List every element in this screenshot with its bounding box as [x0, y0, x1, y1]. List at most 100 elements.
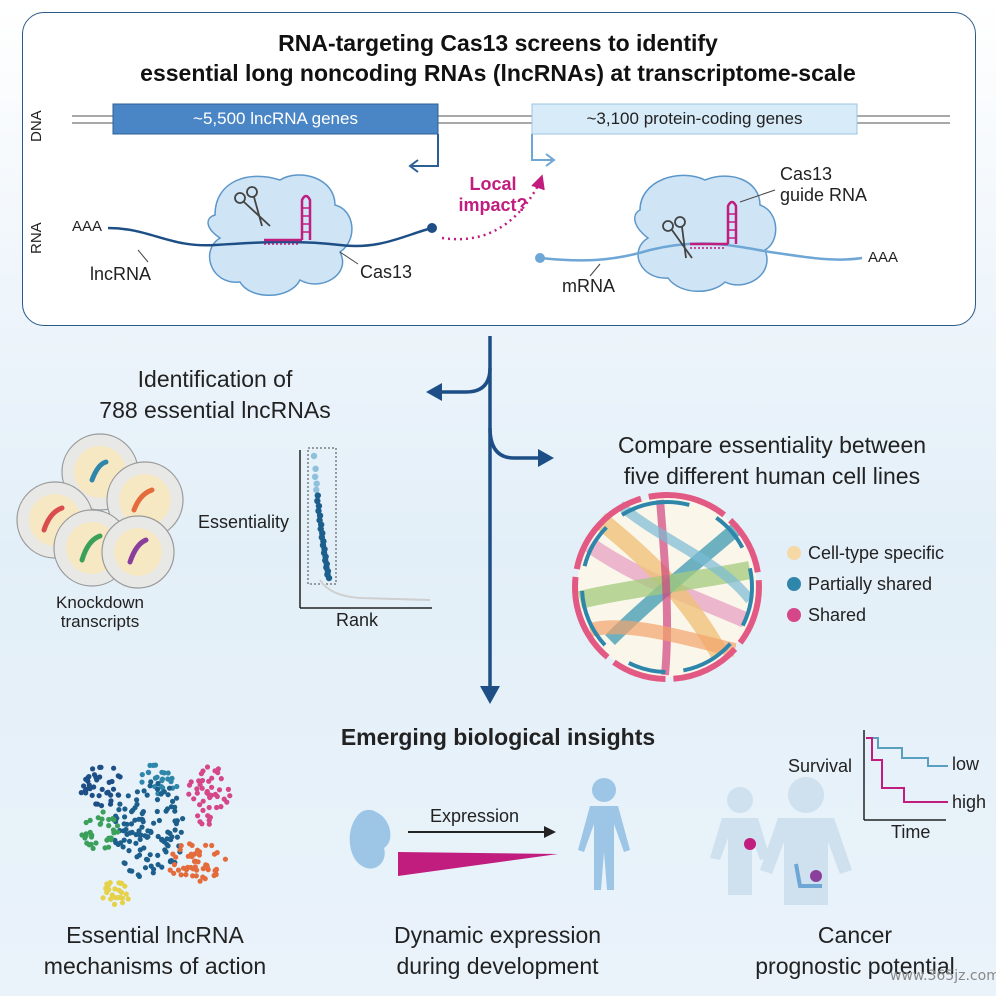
cluster-dot: [139, 779, 145, 785]
cluster-dot: [106, 816, 112, 823]
legend-dot-cell-type: [787, 546, 801, 560]
cluster-dot: [106, 887, 112, 893]
cluster-dot: [197, 802, 203, 808]
cluster-dot: [218, 804, 224, 810]
cluster-dot: [127, 830, 133, 836]
cluster-dot: [202, 865, 208, 871]
cluster-dot: [136, 816, 142, 822]
insights-heading: Emerging biological insights: [340, 724, 656, 750]
cluster-dot: [155, 833, 161, 840]
cluster-dot: [196, 778, 202, 784]
lncrna-genes-label: ~5,500 lncRNA genes: [193, 109, 358, 128]
cluster-dot: [191, 796, 197, 802]
cluster-dot: [197, 878, 203, 884]
cluster-dot: [116, 807, 122, 813]
cluster-dot: [199, 785, 205, 791]
cluster-dot: [99, 786, 105, 793]
rank-dot: [312, 465, 319, 473]
cluster-dot: [100, 895, 106, 901]
cluster-dot: [136, 828, 142, 834]
cluster-dot: [89, 792, 95, 799]
cluster-dot: [209, 784, 215, 790]
identification-line-1: Identification of: [137, 366, 293, 392]
survival-plot: [863, 730, 948, 821]
cluster-dot: [206, 792, 212, 798]
cluster-dot: [215, 770, 221, 776]
cluster-dot: [132, 805, 138, 811]
colon-icon: [794, 863, 822, 888]
cluster-dot: [88, 834, 95, 840]
cluster-dot: [190, 866, 196, 872]
protein-promoter-arrow: [531, 134, 552, 161]
cluster-dot: [112, 837, 118, 843]
cluster-dot: [180, 816, 186, 822]
high-label: high: [952, 792, 987, 812]
cluster-dot: [128, 821, 135, 827]
expression-wedge: [398, 852, 558, 876]
cluster-dot: [119, 900, 126, 906]
lncrna-strand: [107, 226, 433, 248]
cluster-dot: [224, 799, 230, 805]
cluster-dot: [165, 792, 171, 798]
cluster-dot: [111, 817, 117, 823]
cluster-dot: [116, 792, 122, 798]
cluster-dot: [173, 854, 179, 860]
legend-dot-shared: [787, 608, 801, 622]
flow-arrows: [436, 336, 544, 692]
patient-icon: [710, 777, 852, 905]
cluster-dot: [222, 856, 228, 862]
cluster-dot: [142, 865, 149, 871]
cluster-dot: [143, 856, 150, 862]
rank-dot: [315, 502, 323, 510]
cluster-dot: [206, 804, 212, 811]
lncrna-label: lncRNA: [90, 264, 152, 284]
scissors-right-icon: [662, 216, 693, 259]
cluster-plot: [78, 762, 233, 908]
cluster-dot: [134, 789, 140, 795]
rank-plot: [299, 447, 432, 609]
cluster-dot: [116, 887, 122, 893]
cluster-dot: [144, 792, 150, 798]
knockdown-cells: [16, 433, 184, 589]
cluster-dot: [126, 838, 133, 845]
cluster-dot: [164, 836, 170, 842]
cluster-dot: [88, 841, 94, 848]
cluster-dot: [94, 801, 101, 807]
expression-label: Expression: [430, 806, 520, 826]
cluster-dot: [174, 834, 180, 840]
cluster-dot: [165, 770, 171, 776]
cluster-dot: [147, 783, 153, 789]
cluster-dot: [122, 814, 128, 820]
cluster-dot: [127, 868, 133, 874]
cluster-dot: [106, 823, 112, 829]
cluster-dot: [178, 843, 184, 849]
cluster-dot: [148, 863, 154, 869]
cluster-dot: [83, 819, 89, 826]
chord-diagram: [572, 492, 762, 682]
dynamic-line-2: during development: [396, 953, 599, 979]
title-line-1: RNA-targeting Cas13 screens to identify: [278, 30, 718, 56]
cluster-dot: [112, 886, 118, 892]
cluster-dot: [148, 779, 154, 785]
cluster-dot: [148, 829, 154, 836]
cluster-dot: [194, 790, 200, 796]
cancer-line-1: Cancer: [817, 922, 893, 948]
cluster-dot: [93, 840, 99, 846]
cluster-dot: [85, 778, 91, 784]
time-label: Time: [891, 822, 931, 842]
cluster-dot: [91, 772, 98, 778]
lncrna-cap: [427, 223, 437, 233]
cluster-dot: [155, 862, 161, 868]
cluster-dot: [175, 867, 182, 873]
cluster-dot: [109, 778, 115, 785]
rank-dot: [310, 452, 318, 460]
cluster-dot: [141, 845, 147, 851]
cluster-dot: [139, 824, 145, 830]
cluster-dot: [123, 891, 129, 897]
cluster-dot: [132, 817, 138, 823]
dynamic-caption: Dynamic expression during development: [365, 920, 630, 982]
knockdown-line-1: Knockdown: [56, 593, 144, 612]
cluster-dot: [98, 803, 105, 809]
cluster-dot: [214, 804, 220, 811]
